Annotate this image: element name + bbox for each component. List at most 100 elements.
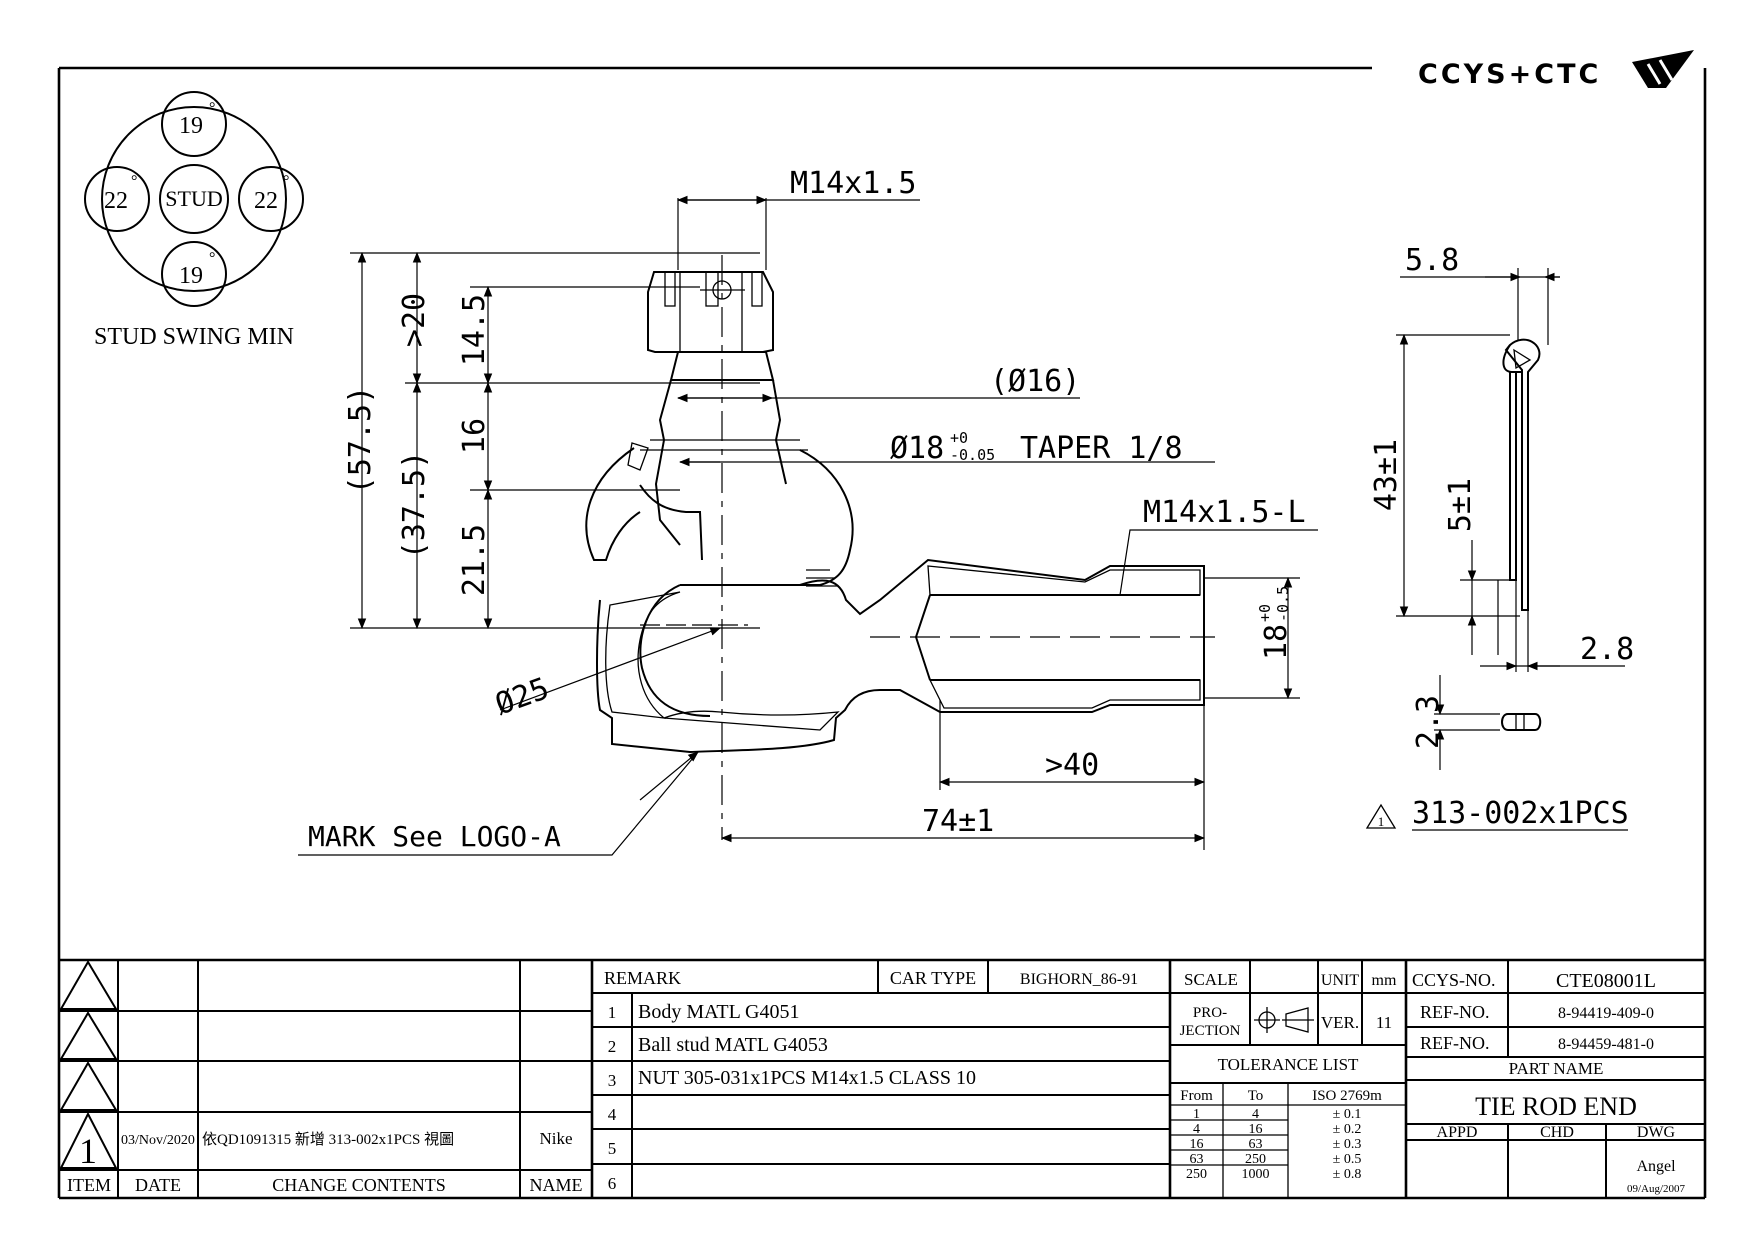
tolerance-title: TOLERANCE LIST bbox=[1218, 1055, 1359, 1074]
revision-row-4-content: 依QD1091315 新增 313-002x1PCS 視圖 bbox=[202, 1131, 454, 1148]
tie-rod-end-drawing bbox=[585, 255, 1215, 840]
dim-18: 18 bbox=[1259, 624, 1294, 660]
ref-label-2: REF-NO. bbox=[1420, 1033, 1490, 1053]
svg-text:°: ° bbox=[131, 173, 137, 190]
car-type-label: CAR TYPE bbox=[890, 968, 976, 988]
revision-table: 1 03/Nov/2020 依QD1091315 新增 313-002x1PCS… bbox=[59, 960, 594, 1198]
ref-label-1: REF-NO. bbox=[1420, 1002, 1490, 1022]
ref-no-1: 8-94419-409-0 bbox=[1558, 1005, 1654, 1022]
tolerance-cell: 4 bbox=[1193, 1122, 1200, 1137]
revision-row-4-date: 03/Nov/2020 bbox=[121, 1133, 195, 1148]
svg-text:5: 5 bbox=[608, 1139, 617, 1158]
tolerance-header: To bbox=[1248, 1088, 1264, 1104]
tolerance-cell: 63 bbox=[1190, 1152, 1204, 1167]
dimensions-main: M14x1.5 (Ø16) Ø18 +0 -0.05 TAPER 1/8 M14… bbox=[298, 166, 1318, 856]
dim-57-5: (57.5) bbox=[343, 386, 378, 494]
pin-dim-43: 43±1 bbox=[1369, 439, 1404, 511]
chd-label: CHD bbox=[1540, 1124, 1574, 1141]
svg-text:-0.05: -0.05 bbox=[950, 446, 995, 464]
dim-16: 16 bbox=[457, 418, 492, 454]
tolerance-block: SCALE UNIT mm PRO- JECTION VER. 11 TOLER… bbox=[1170, 960, 1408, 1198]
dim-thread-top: M14x1.5 bbox=[790, 166, 916, 201]
swing-center-label: STUD bbox=[165, 186, 222, 211]
stud-swing-diagram: STUD 19 ° 19 ° 22 ° 22 ° STUD SWING MIN bbox=[84, 91, 304, 350]
svg-text:1: 1 bbox=[1378, 814, 1385, 829]
tolerance-cell: 1 bbox=[1193, 1107, 1200, 1122]
tolerance-cell: ± 0.5 bbox=[1333, 1152, 1362, 1167]
svg-text:1: 1 bbox=[608, 1003, 617, 1022]
tolerance-header: From bbox=[1180, 1088, 1213, 1104]
tolerance-header: ISO 2769m bbox=[1312, 1088, 1382, 1104]
dim-d16: (Ø16) bbox=[990, 364, 1080, 399]
pin-dim-2-3: 2.3 bbox=[1411, 695, 1446, 749]
dim-20: >20 bbox=[397, 293, 432, 347]
mark-note: MARK See LOGO-A bbox=[308, 820, 561, 853]
swing-right-value: 22 bbox=[254, 188, 278, 214]
dim-taper-main: Ø18 bbox=[890, 431, 944, 466]
swing-bottom-value: 19 bbox=[179, 263, 203, 289]
svg-text:3: 3 bbox=[608, 1071, 617, 1090]
revision-triangle-icon bbox=[59, 960, 118, 1010]
dim-len-40: >40 bbox=[1045, 748, 1099, 783]
pin-dim-5-8: 5.8 bbox=[1405, 243, 1459, 278]
ccys-label: CCYS-NO. bbox=[1412, 970, 1496, 990]
dwg-label: DWG bbox=[1637, 1124, 1676, 1141]
tolerance-cell: ± 0.2 bbox=[1333, 1122, 1362, 1137]
svg-text:PRO-: PRO- bbox=[1193, 1005, 1227, 1021]
sheet-border bbox=[57, 66, 1707, 1200]
svg-text:JECTION: JECTION bbox=[1180, 1023, 1241, 1039]
swing-top-value: 19 bbox=[179, 113, 203, 139]
dim-len-74: 74±1 bbox=[922, 804, 994, 839]
cotter-pin-detail: 5.8 43±1 5±1 2.8 2.3 1 313-002x1PCS bbox=[1365, 243, 1634, 831]
revision-row-4-name: Nike bbox=[539, 1129, 572, 1148]
revision-header-date: DATE bbox=[135, 1175, 181, 1195]
dim-21-5: 21.5 bbox=[457, 524, 492, 596]
logo-text: CCYS+CTC bbox=[1418, 59, 1601, 90]
projection-symbol-icon bbox=[1254, 1007, 1314, 1033]
tolerance-cell: 16 bbox=[1190, 1137, 1204, 1152]
title-block: CCYS-NO. CTE08001L REF-NO. 8-94419-409-0… bbox=[1406, 960, 1705, 1198]
tolerance-cell: 250 bbox=[1245, 1152, 1266, 1167]
svg-text:-0.5: -0.5 bbox=[1274, 586, 1292, 622]
car-type-value: BIGHORN_86-91 bbox=[1020, 971, 1138, 988]
svg-text:+0: +0 bbox=[1256, 604, 1274, 622]
tolerance-cell: ± 0.1 bbox=[1333, 1107, 1362, 1122]
part-name: TIE ROD END bbox=[1475, 1092, 1637, 1121]
svg-text:°: ° bbox=[209, 250, 215, 267]
svg-text:+0: +0 bbox=[950, 429, 968, 447]
unit-value: mm bbox=[1372, 972, 1397, 989]
remark-1-text: Body MATL G4051 bbox=[638, 1001, 799, 1023]
remark-3-text: NUT 305-031x1PCS M14x1.5 CLASS 10 bbox=[638, 1067, 976, 1089]
drawn-date: 09/Aug/2007 bbox=[1627, 1183, 1686, 1195]
unit-label: UNIT bbox=[1321, 972, 1359, 989]
revision-triangle-icon bbox=[59, 1111, 118, 1169]
scale-label: SCALE bbox=[1184, 970, 1238, 989]
logo-mark-icon bbox=[1632, 50, 1694, 88]
dim-d25: Ø25 bbox=[491, 671, 554, 722]
swing-left-value: 22 bbox=[104, 188, 128, 214]
remarks-header: REMARK bbox=[604, 968, 681, 988]
tolerance-cell: ± 0.8 bbox=[1333, 1167, 1362, 1182]
pin-dim-2-8: 2.8 bbox=[1580, 632, 1634, 667]
ccys-no: CTE08001L bbox=[1556, 970, 1656, 992]
revision-triangle-icon bbox=[59, 1061, 118, 1111]
pin-note: 313-002x1PCS bbox=[1412, 796, 1629, 831]
svg-text:°: ° bbox=[209, 100, 215, 117]
remark-2-text: Ball stud MATL G4053 bbox=[638, 1034, 828, 1056]
svg-text:6: 6 bbox=[608, 1174, 617, 1193]
drawn-by: Angel bbox=[1636, 1158, 1676, 1175]
svg-text:2: 2 bbox=[608, 1037, 617, 1056]
tolerance-cell: 250 bbox=[1186, 1167, 1207, 1182]
revision-header-content: CHANGE CONTENTS bbox=[272, 1175, 446, 1195]
dim-37-5: (37.5) bbox=[397, 451, 432, 559]
remarks-table: REMARK CAR TYPE BIGHORN_86-91 1 Body MAT… bbox=[592, 960, 1172, 1198]
company-logo: CCYS+CTC bbox=[1418, 50, 1694, 90]
tolerance-cell: 4 bbox=[1252, 1107, 1259, 1122]
swing-title: STUD SWING MIN bbox=[94, 324, 294, 350]
svg-text:°: ° bbox=[283, 173, 289, 190]
revision-header-item: ITEM bbox=[67, 1175, 111, 1195]
dim-taper-suffix: TAPER 1/8 bbox=[1020, 431, 1183, 466]
appd-label: APPD bbox=[1437, 1124, 1478, 1141]
